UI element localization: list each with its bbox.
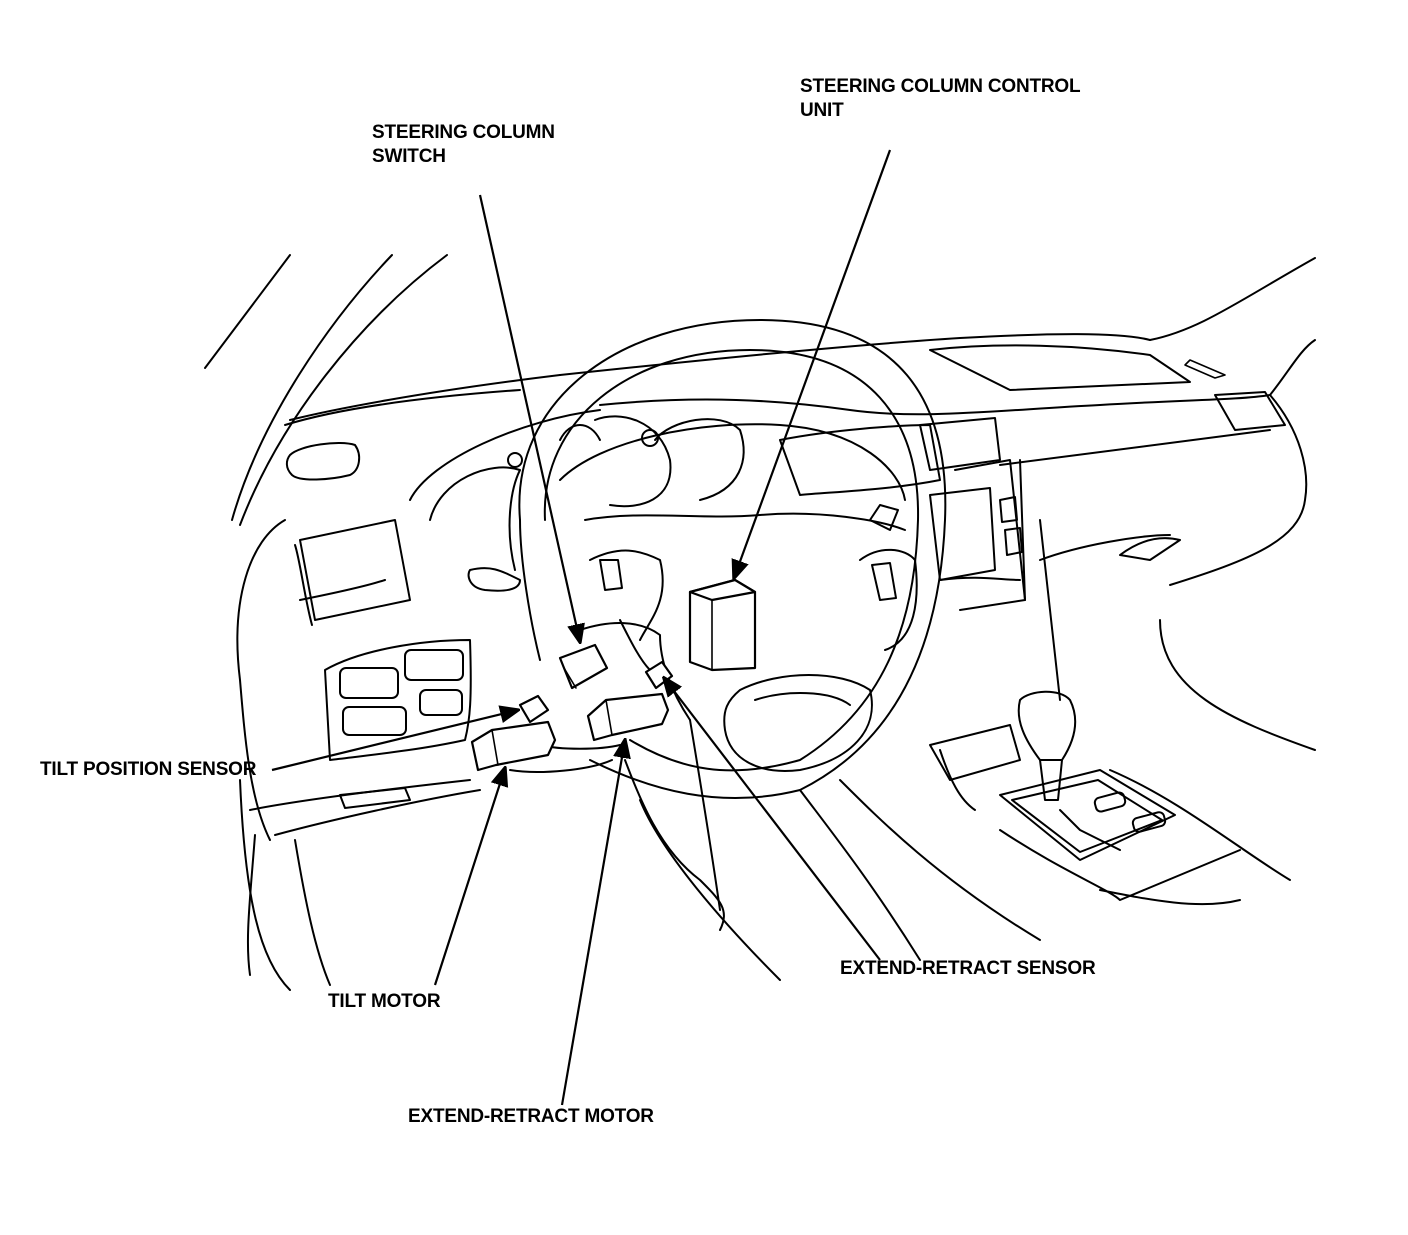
label-control-unit: STEERING COLUMN CONTROL UNIT xyxy=(800,75,1081,123)
leader-tilt-motor xyxy=(433,768,505,986)
gear-shifter xyxy=(929,519,1291,906)
tilt-position-sensor-box xyxy=(518,694,550,724)
leader-lines xyxy=(271,149,892,1106)
label-extend-retract-sensor: EXTEND-RETRACT SENSOR xyxy=(840,958,1096,979)
extend-retract-motor-box xyxy=(586,692,670,742)
leader-extend-retract-motor xyxy=(560,740,625,1106)
label-tilt-position-sensor: TILT POSITION SENSOR xyxy=(40,759,257,780)
label-column-switch: STEERING COLUMN SWITCH xyxy=(372,121,555,169)
switch-panel xyxy=(239,639,481,991)
tilt-motor-box xyxy=(470,720,557,772)
label-column-switch-line1: STEERING COLUMN xyxy=(372,122,555,143)
steering-column xyxy=(509,619,1041,981)
label-control-unit-line2: UNIT xyxy=(800,100,844,121)
leader-control-unit xyxy=(734,149,892,578)
column-switch-box xyxy=(558,643,609,690)
center-stack xyxy=(779,417,1181,611)
label-tilt-motor: TILT MOTOR xyxy=(328,991,441,1012)
label-column-switch-line2: SWITCH xyxy=(372,146,446,167)
label-control-unit-line1: STEERING COLUMN CONTROL xyxy=(800,76,1081,97)
leader-column-switch xyxy=(478,194,580,642)
leader-extend-retract-sensor xyxy=(664,678,881,961)
label-extend-retract-motor: EXTEND-RETRACT MOTOR xyxy=(408,1106,654,1127)
steering-wheel xyxy=(518,319,947,800)
leader-tilt-position-sensor xyxy=(271,710,518,772)
right-dash-edge xyxy=(1149,257,1316,751)
left-dash xyxy=(236,409,745,841)
dashboard-top xyxy=(284,333,1286,466)
a-pillar xyxy=(204,254,448,526)
control-unit-box xyxy=(688,578,757,672)
